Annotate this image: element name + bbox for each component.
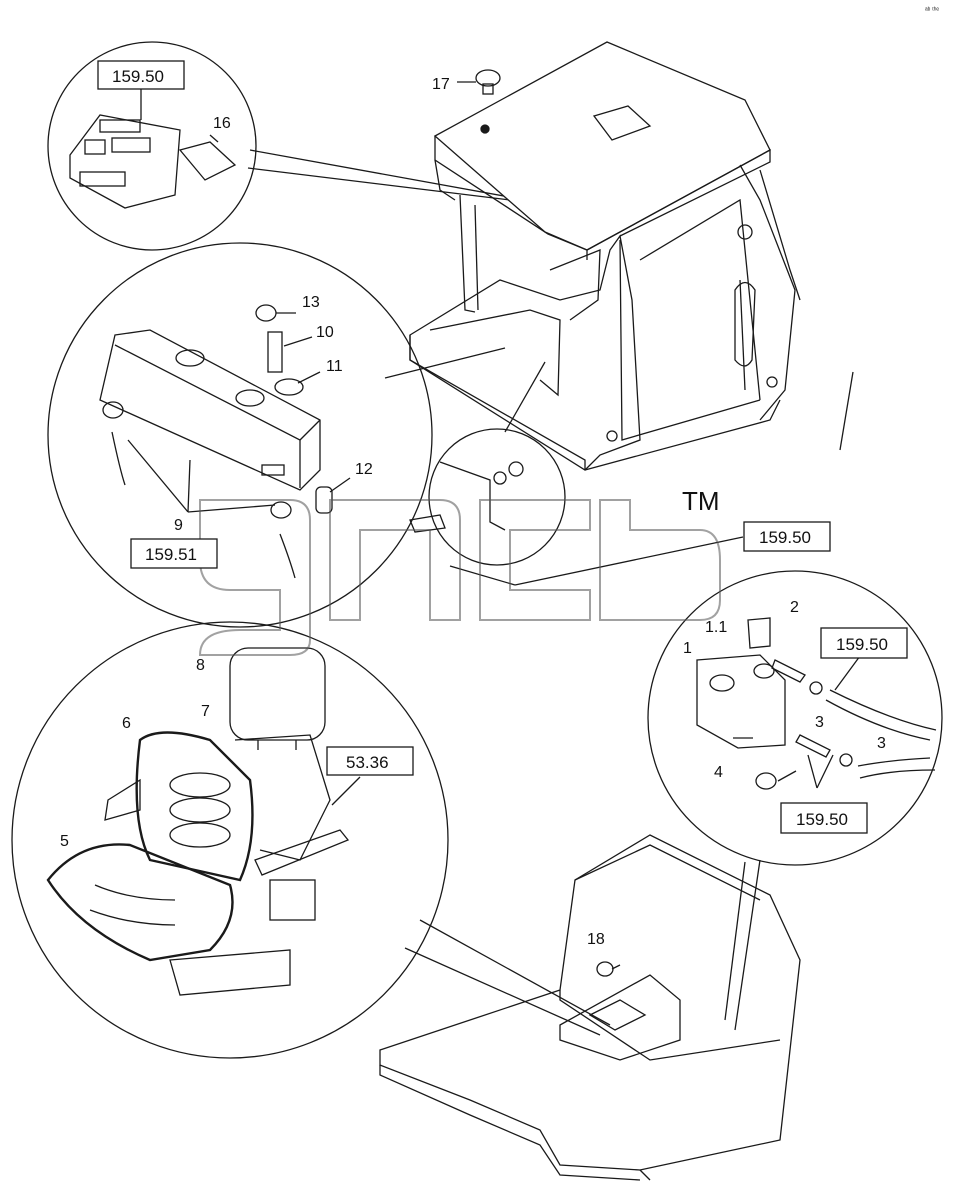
leader-tank-to-floor [734, 859, 761, 1031]
ref-label-tank-top: 159.50 [836, 635, 888, 654]
floor-plate [379, 834, 801, 1181]
detail-circle-bracket [428, 428, 566, 566]
leader-seat-to-floor-2 [419, 919, 611, 1026]
seat-detail [46, 647, 361, 996]
callout-7: 7 [201, 703, 210, 720]
watermark-tm: TM [682, 486, 720, 516]
ref-box-mid [743, 521, 831, 552]
callout-17: 17 [432, 76, 450, 93]
ref-label-top: 159.50 [112, 67, 164, 86]
callout-3b: 3 [877, 735, 886, 752]
callout-12: 12 [355, 461, 373, 478]
callout-11: 11 [326, 358, 343, 375]
callout-16: 16 [213, 115, 231, 132]
corner-note: ᵃᵇ ᵗʰᵉ [925, 7, 939, 14]
callout-1-1: 1.1 [705, 619, 727, 636]
ref-box-tank-bottom [780, 802, 868, 834]
leader-panel-to-cab-2 [249, 149, 516, 199]
panel-plate-detail [69, 83, 237, 209]
ref-box-seat [326, 746, 414, 776]
detail-circle-washer-tank [647, 570, 943, 866]
bracket-detail [409, 461, 524, 533]
leader-panel-to-cab [247, 167, 511, 201]
callout-18: 18 [587, 931, 605, 948]
ref-box-airbox [130, 538, 218, 569]
ref-label-tank-bottom: 159.50 [796, 810, 848, 829]
callout-8: 8 [196, 657, 205, 674]
leader-seat-to-floor [404, 947, 601, 1036]
detail-circle-seat [11, 621, 449, 1059]
leader-cab-tail [839, 371, 854, 451]
airbox-detail [99, 304, 351, 579]
callout-1: 1 [683, 640, 692, 657]
leader-bracket-to-cab [504, 361, 546, 433]
callout-10: 10 [316, 324, 334, 341]
callout-9: 9 [174, 517, 183, 534]
detail-circle-panel [47, 41, 257, 251]
leader-bracket-ref [514, 536, 744, 586]
ref-box-tank-top [820, 627, 908, 659]
watermark [198, 499, 721, 656]
detail-circle-airbox [47, 242, 433, 628]
callout-3a: 3 [815, 714, 824, 731]
callout-5: 5 [60, 833, 69, 850]
ref-label-airbox: 159.51 [145, 545, 197, 564]
leader-airbox-to-cab [384, 347, 506, 379]
leader-tank-to-floor-2 [724, 861, 746, 1021]
ref-box-top [97, 60, 185, 90]
knob-part-17 [457, 69, 501, 95]
callout-13: 13 [302, 294, 320, 311]
callout-6: 6 [122, 715, 131, 732]
callout-4: 4 [714, 764, 723, 781]
cab-frame [409, 41, 801, 471]
washer-tank-detail [696, 617, 937, 790]
ref-label-mid: 159.50 [759, 528, 811, 547]
callout-2: 2 [790, 599, 799, 616]
ref-label-seat: 53.36 [346, 753, 389, 772]
